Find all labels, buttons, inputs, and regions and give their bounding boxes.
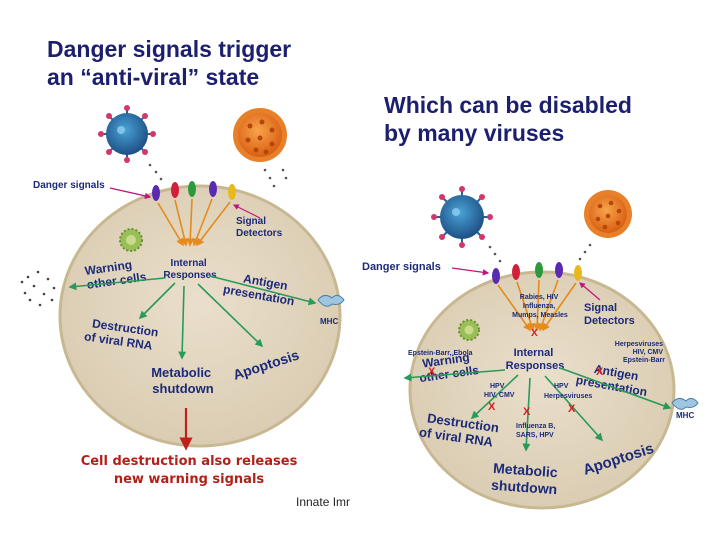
title-left: Danger signals trigger an “anti-viral” s… bbox=[47, 36, 292, 90]
left-mhc-icon bbox=[317, 294, 345, 307]
left-signal-detectors-label: Signal Detectors bbox=[236, 216, 283, 239]
right-response-arrows bbox=[403, 367, 672, 452]
right-hpv-herpes-label: HPV Herpesviruses bbox=[544, 383, 592, 400]
left-blue-virus-icon bbox=[98, 105, 156, 163]
right-infected-cell-icon bbox=[458, 319, 480, 341]
right-detector-pointer bbox=[579, 282, 601, 301]
left-metabolic-label: Metabolic shutdown bbox=[151, 365, 215, 396]
right-detector-viruses-label: Rabies, HIV Influenza, Mumps, Measles bbox=[512, 294, 568, 319]
right-blue-virus-icon bbox=[431, 186, 493, 248]
right-metabolic-label: Metabolic shutdown bbox=[491, 460, 562, 498]
right-hpv-hiv-cmv-label: HPV HIV, CMV bbox=[484, 383, 515, 399]
svg-text:X: X bbox=[488, 401, 496, 413]
left-internal-responses-label: Internal Responses bbox=[163, 258, 217, 281]
right-antigen-viruses-label: Herpesviruses HIV, CMV Epstein-Barr bbox=[615, 341, 665, 364]
right-warning-viruses-label: Epstein-Barr, Ebola bbox=[408, 350, 473, 357]
left-virus-trail-dots bbox=[148, 163, 288, 188]
right-virus-trail-dots bbox=[488, 243, 592, 263]
left-mhc-label: MHC bbox=[320, 317, 338, 326]
left-receptors bbox=[152, 181, 236, 201]
caption-text: Cell destruction also releases new warni… bbox=[80, 454, 298, 487]
left-danger-arrow bbox=[109, 187, 152, 200]
left-warning-dots bbox=[20, 270, 56, 307]
right-orange-virus-icon bbox=[584, 190, 632, 238]
left-infected-cell-icon bbox=[119, 228, 143, 252]
left-danger-signals-label: Danger signals bbox=[33, 180, 105, 191]
svg-text:X: X bbox=[523, 406, 531, 418]
right-mhc-icon bbox=[671, 397, 699, 410]
footer-text: Innate Imr bbox=[296, 495, 351, 509]
right-cell-group: Danger signals Rabies, HIV Influenza, Mu… bbox=[362, 186, 699, 510]
right-danger-arrow bbox=[451, 267, 490, 276]
svg-text:X: X bbox=[568, 403, 576, 415]
svg-text:X: X bbox=[428, 366, 436, 378]
right-internal-responses-label: Internal Responses bbox=[506, 347, 565, 372]
right-destruction-viruses-label: Influenza B, SARS, HPV bbox=[516, 423, 557, 439]
right-mhc-label: MHC bbox=[676, 411, 694, 420]
right-danger-signals-label: Danger signals bbox=[362, 261, 441, 273]
left-signal-arrows bbox=[157, 198, 231, 247]
left-detector-pointer bbox=[232, 204, 261, 219]
left-response-arrows bbox=[68, 275, 317, 360]
right-receptors bbox=[492, 262, 582, 284]
right-signal-arrows bbox=[497, 279, 577, 332]
left-cell-group: Danger signals Signal Detectors bbox=[20, 105, 345, 451]
right-detector-block-mark: X bbox=[531, 328, 538, 339]
right-signal-detectors-label: Signal Detectors bbox=[584, 302, 635, 327]
svg-text:X: X bbox=[596, 366, 604, 378]
left-cell-body bbox=[58, 184, 342, 448]
title-right: Which can be disabled by many viruses bbox=[384, 92, 632, 146]
right-block-marks: X X X X X bbox=[428, 366, 604, 418]
left-orange-virus-icon bbox=[233, 108, 287, 162]
